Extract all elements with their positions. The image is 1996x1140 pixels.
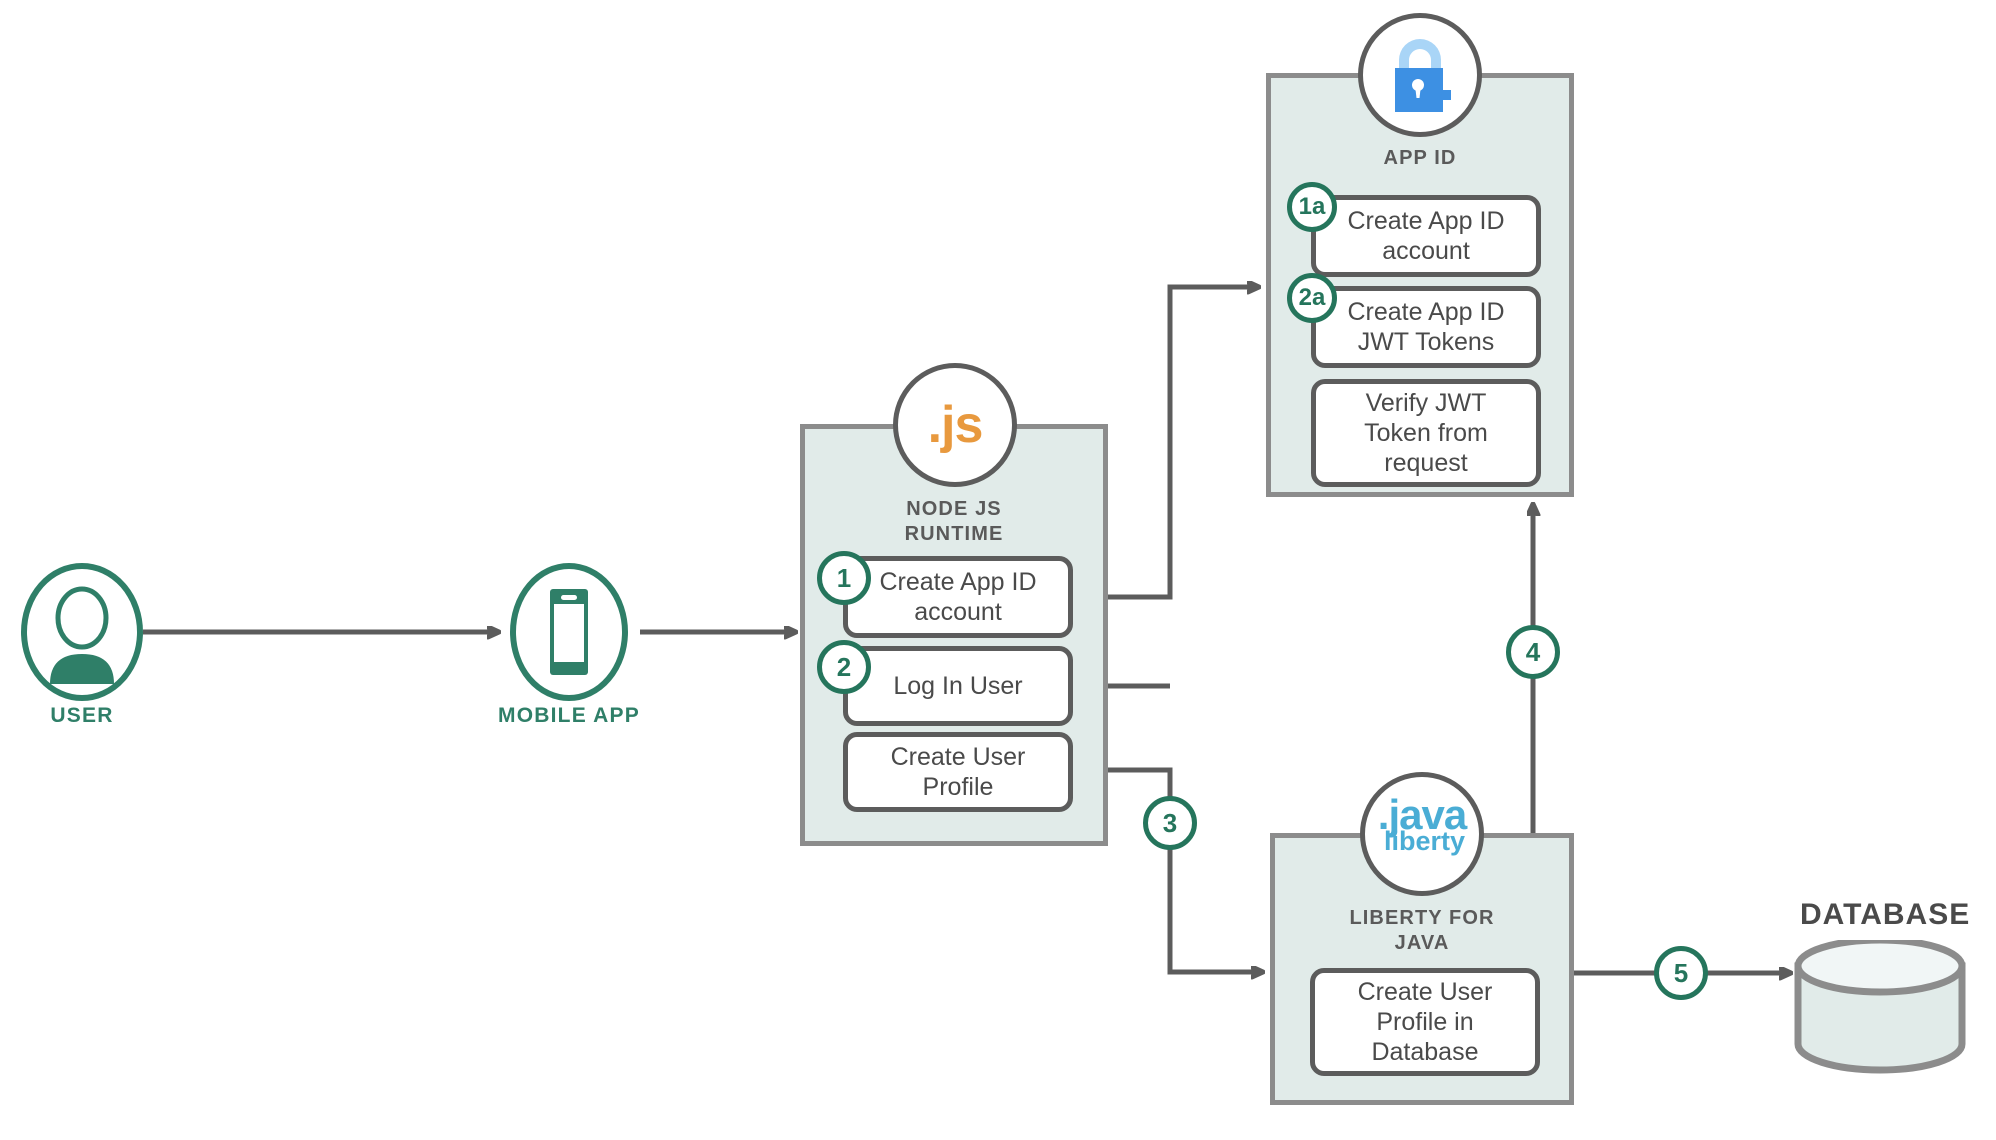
database-label: DATABASE <box>1800 898 1971 931</box>
database-cylinder-icon[interactable] <box>1790 940 1980 1080</box>
mobile-phone-icon <box>510 563 628 701</box>
node-mobile-app-label: MOBILE APP <box>498 704 640 727</box>
lock-logo-badge <box>1358 13 1482 137</box>
zone-nodejs-title: NODE JS RUNTIME <box>904 498 1004 545</box>
step-marker-1: 1 <box>817 551 871 605</box>
user-icon <box>21 563 143 701</box>
stepbox-verify-jwt-token[interactable]: Verify JWT Token from request <box>1311 379 1541 487</box>
java-liberty-logo-badge: .java liberty <box>1360 772 1484 896</box>
step-marker-2: 2 <box>817 640 871 694</box>
step-marker-1a: 1a <box>1287 182 1337 232</box>
node-mobile-app[interactable]: MOBILE APP <box>498 562 640 727</box>
stepbox-create-user-profile[interactable]: Create User Profile <box>843 732 1073 812</box>
stepbox-log-in-user[interactable]: Log In User <box>843 646 1073 726</box>
zone-liberty-title: LIBERTY FOR JAVA <box>1349 907 1495 954</box>
lock-icon <box>1395 39 1451 112</box>
stepbox-create-appid-account-node[interactable]: Create App ID account <box>843 556 1073 638</box>
node-user[interactable]: USER <box>20 562 144 727</box>
js-logo-icon: .js <box>927 396 984 454</box>
node-user-label: USER <box>50 704 114 727</box>
stepbox-create-user-profile-in-database[interactable]: Create User Profile in Database <box>1310 968 1540 1076</box>
flow-marker-3: 3 <box>1143 796 1197 850</box>
stepbox-create-appid-jwt-tokens[interactable]: Create App ID JWT Tokens <box>1311 286 1541 368</box>
flow-marker-5: 5 <box>1654 946 1708 1000</box>
flow-marker-4: 4 <box>1506 625 1560 679</box>
js-logo-badge: .js <box>893 363 1017 487</box>
edge-step3-to-liberty <box>1073 767 1262 972</box>
step-marker-2a: 2a <box>1287 273 1337 323</box>
java-logo-text: .java <box>1377 791 1467 838</box>
java-liberty-logo-icon: .java liberty <box>1368 791 1476 872</box>
liberty-logo-text: liberty <box>1384 826 1466 856</box>
edge-step1-to-appid <box>1073 287 1258 600</box>
zone-appid-title: APP ID <box>1383 147 1457 169</box>
stepbox-create-appid-account[interactable]: Create App ID account <box>1311 195 1541 277</box>
